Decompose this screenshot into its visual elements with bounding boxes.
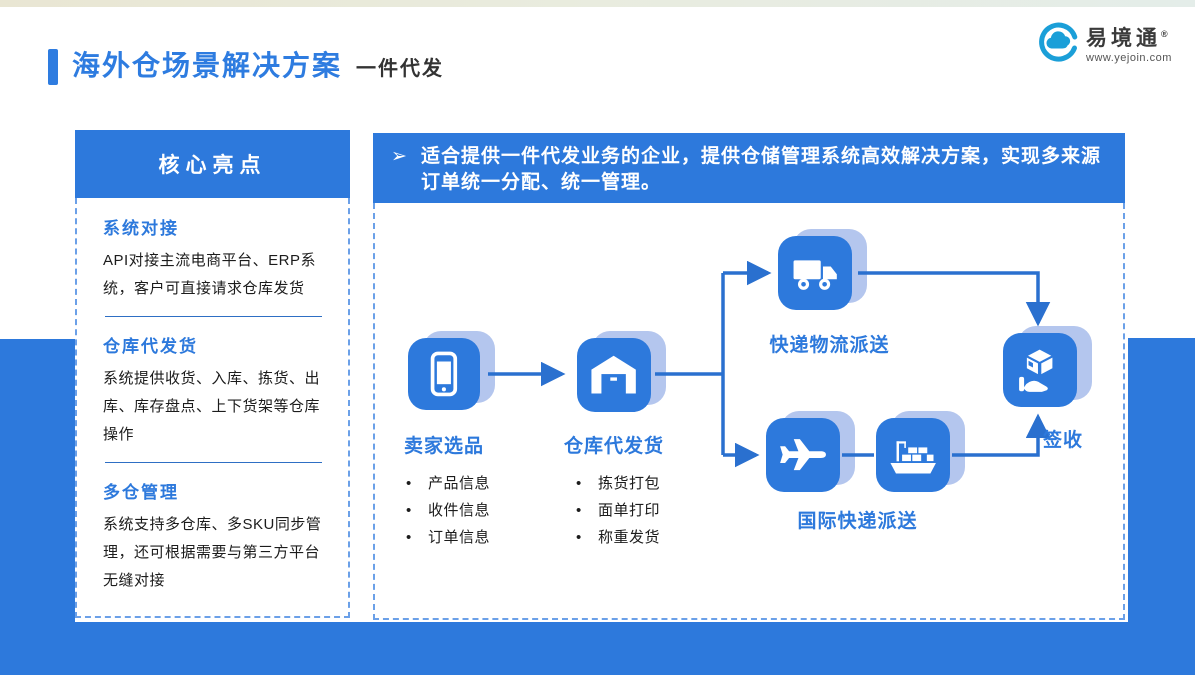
- brand-logo: 易境通® www.yejoin.com: [1038, 22, 1172, 69]
- list-item: 面单打印: [574, 497, 660, 524]
- warehouse-bullet-list: 拣货打包 面单打印 称重发货: [574, 470, 660, 551]
- sidebar-section-title-fulfillment: 仓库代发货: [103, 337, 198, 356]
- slide-bottom-bar: [0, 622, 1195, 675]
- slide-left-edge-bar: [0, 339, 75, 675]
- node-label-warehouse: 仓库代发货: [563, 436, 664, 457]
- sidebar-section-title-system: 系统对接: [103, 219, 179, 238]
- sidebar-divider: [105, 316, 322, 317]
- intro-banner-text: 适合提供一件代发业务的企业，提供仓储管理系统高效解决方案，实现多来源订单统一分配…: [421, 146, 1102, 193]
- sidebar-divider: [105, 462, 322, 463]
- sidebar-section-title-multiwarehouse: 多仓管理: [103, 483, 179, 502]
- phone-icon: [408, 338, 480, 410]
- arrow-bullet-icon: ➢: [391, 146, 408, 167]
- logo-url: www.yejoin.com: [1086, 52, 1172, 64]
- page-title: 海外仓场景解决方案一件代发: [72, 44, 444, 84]
- seller-bullet-list: 产品信息 收件信息 订单信息: [404, 470, 490, 551]
- sidebar-section-body-multiwarehouse: 系统支持多仓库、多SKU同步管理，还可根据需要与第三方平台无缝对接: [103, 516, 322, 589]
- sidebar-section-body-system: API对接主流电商平台、ERP系统，客户可直接请求仓库发货: [103, 252, 317, 297]
- window-top-strip: [0, 0, 1195, 7]
- sidebar-header: 核心亮点: [75, 130, 350, 198]
- diagram-panel: [373, 203, 1125, 620]
- list-item: 拣货打包: [574, 470, 660, 497]
- truck-icon: [778, 236, 852, 310]
- plane-icon: [766, 418, 840, 492]
- list-item: 订单信息: [404, 524, 490, 551]
- list-item: 称重发货: [574, 524, 660, 551]
- intro-banner: ➢ 适合提供一件代发业务的企业，提供仓储管理系统高效解决方案，实现多来源订单统一…: [373, 133, 1125, 203]
- page-subtitle: 一件代发: [356, 58, 445, 80]
- ship-icon: [876, 418, 950, 492]
- page-title-text: 海外仓场景解决方案: [72, 50, 343, 81]
- node-label-sign: 签收: [1043, 430, 1084, 451]
- warehouse-icon: [577, 338, 651, 412]
- node-label-express: 快递物流派送: [769, 335, 890, 356]
- list-item: 产品信息: [404, 470, 490, 497]
- slide-right-edge-bar: [1128, 338, 1195, 675]
- sidebar-panel: 系统对接 API对接主流电商平台、ERP系统，客户可直接请求仓库发货 仓库代发货…: [75, 198, 350, 618]
- cloud-logo-icon: [1038, 22, 1080, 69]
- registered-mark: ®: [1161, 29, 1168, 39]
- hand-box-icon: [1003, 333, 1077, 407]
- title-accent-bar: [48, 49, 58, 85]
- node-label-seller: 卖家选品: [403, 436, 484, 457]
- node-label-international: 国际快递派送: [797, 511, 918, 532]
- list-item: 收件信息: [404, 497, 490, 524]
- sidebar-section-body-fulfillment: 系统提供收货、入库、拣货、出库、库存盘点、上下货架等仓库操作: [103, 370, 321, 443]
- logo-name: 易境通®: [1086, 27, 1168, 50]
